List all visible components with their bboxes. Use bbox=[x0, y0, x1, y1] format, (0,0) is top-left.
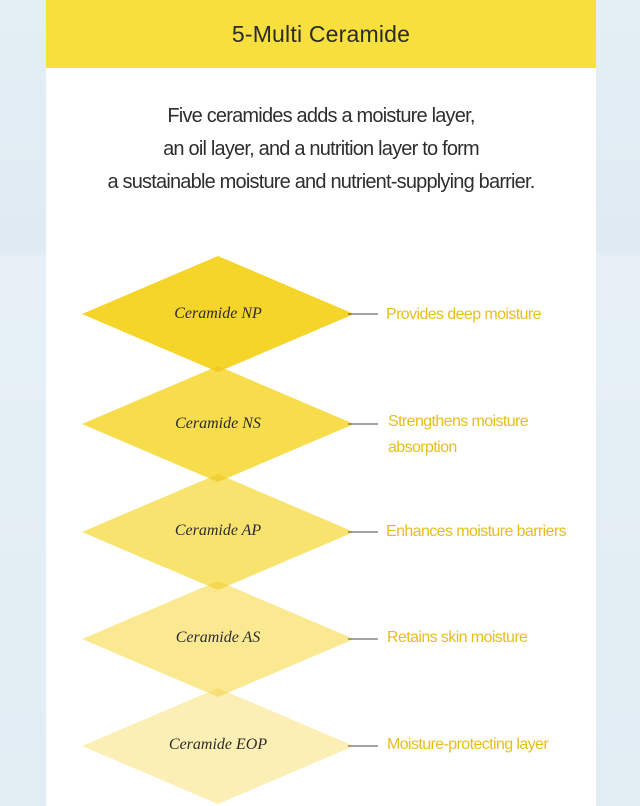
left-background-strip bbox=[0, 0, 46, 806]
content-card: 5-Multi Ceramide Five ceramides adds a m… bbox=[46, 0, 596, 806]
intro-line: a sustainable moisture and nutrient-supp… bbox=[107, 171, 535, 193]
intro-line: Five ceramides adds a moisture layer, bbox=[167, 105, 475, 127]
intro-text: Five ceramides adds a moisture layer, an… bbox=[46, 100, 596, 199]
intro-line: an oil layer, and a nutrition layer to f… bbox=[163, 138, 480, 160]
page-title: 5-Multi Ceramide bbox=[231, 20, 411, 47]
title-banner: 5-Multi Ceramide bbox=[46, 0, 596, 68]
right-background-strip bbox=[596, 0, 640, 806]
